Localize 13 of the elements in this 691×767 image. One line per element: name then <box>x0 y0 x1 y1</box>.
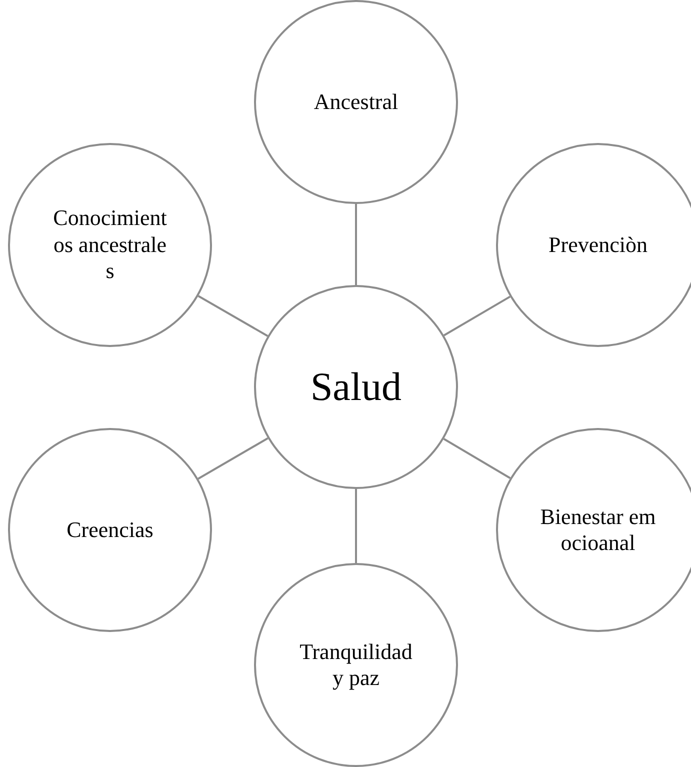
topic-label: Prevenciòn <box>548 232 648 258</box>
connector-line <box>355 489 357 563</box>
topic-label: Salud <box>309 363 403 411</box>
topic-label: Conocimientos ancestrales <box>52 205 168 285</box>
connector-line <box>443 296 511 336</box>
topic-label: Tranquilidad y paz <box>298 638 414 692</box>
connector-line <box>198 295 268 337</box>
connector-line <box>355 204 357 285</box>
topic-label: Creencias <box>66 516 154 544</box>
topic-label: Bienestar emocioanal <box>539 504 657 556</box>
topic-label: Ancestral <box>312 88 400 116</box>
connector-line <box>198 437 268 480</box>
connector-line <box>443 438 511 479</box>
